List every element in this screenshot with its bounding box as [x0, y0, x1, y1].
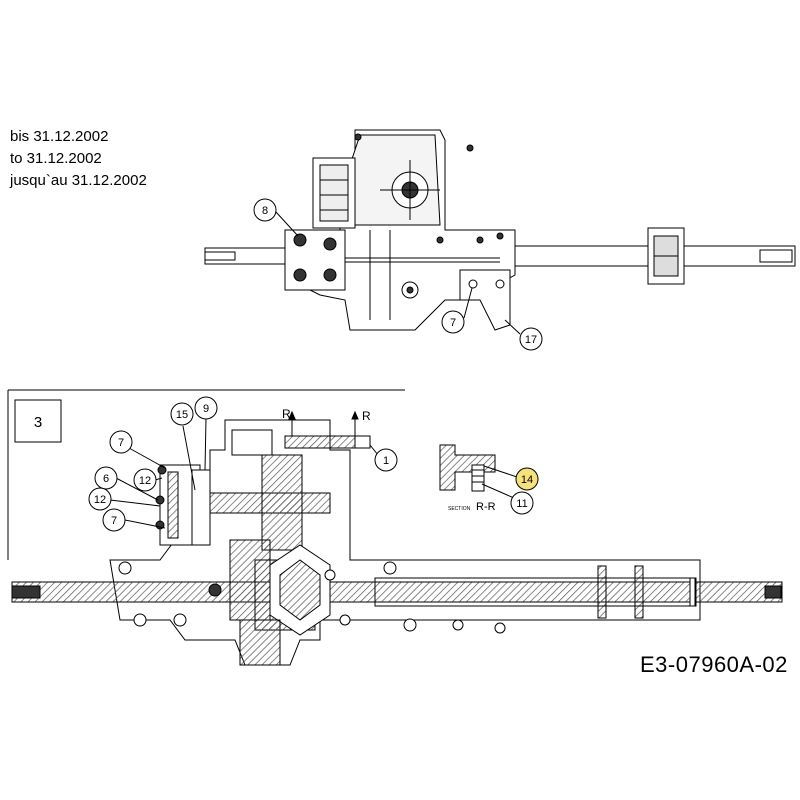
- callout-6: 6: [94, 466, 118, 490]
- callout-7-upper: 7: [109, 430, 133, 454]
- svg-text:6: 6: [103, 473, 109, 485]
- section-callout-leaders: [109, 417, 521, 529]
- date-note-fr: jusqu`au 31.12.2002: [10, 172, 147, 189]
- callout-1: 1: [374, 448, 398, 472]
- detail-frame: [7, 389, 405, 560]
- svg-text:17: 17: [525, 334, 537, 346]
- svg-text:3: 3: [34, 414, 42, 431]
- top-view-transaxle: [204, 129, 796, 331]
- callout-7-top: 7: [441, 310, 465, 334]
- section-small-label: SECTION: [448, 506, 471, 512]
- section-arrow-label-left: R: [282, 407, 291, 421]
- svg-text:1: 1: [383, 455, 389, 467]
- svg-text:14: 14: [521, 474, 533, 486]
- callout-7-lower: 7: [102, 508, 126, 532]
- callout-9: 9: [194, 396, 218, 420]
- section-arrow-label-right: R: [362, 409, 371, 423]
- svg-text:7: 7: [118, 437, 124, 449]
- callout-12-upper: 12: [133, 468, 157, 492]
- svg-text:8: 8: [262, 205, 268, 217]
- top-callouts: [275, 211, 521, 335]
- svg-text:9: 9: [203, 403, 209, 415]
- svg-text:7: 7: [450, 317, 456, 329]
- svg-text:11: 11: [516, 498, 527, 510]
- date-note-de: bis 31.12.2002: [10, 128, 109, 145]
- callout-11: 11: [510, 491, 534, 515]
- callout-14: 14: [515, 467, 539, 491]
- svg-text:12: 12: [94, 494, 106, 506]
- date-note-en: to 31.12.2002: [10, 150, 102, 167]
- callout-15: 15: [170, 402, 194, 426]
- svg-text:7: 7: [111, 515, 117, 527]
- section-arrows: [288, 410, 359, 436]
- svg-text:12: 12: [139, 475, 151, 487]
- callout-8: 8: [253, 198, 277, 222]
- callout-12-lower: 12: [88, 487, 112, 511]
- section-name: R-R: [476, 501, 496, 513]
- document-id: E3-07960A-02: [640, 652, 788, 677]
- section-rr-inset: [439, 444, 496, 492]
- section-view-transaxle: [11, 419, 783, 666]
- callout-17: 17: [519, 327, 543, 351]
- svg-text:15: 15: [176, 409, 188, 421]
- detail-label-box: 3: [14, 399, 62, 443]
